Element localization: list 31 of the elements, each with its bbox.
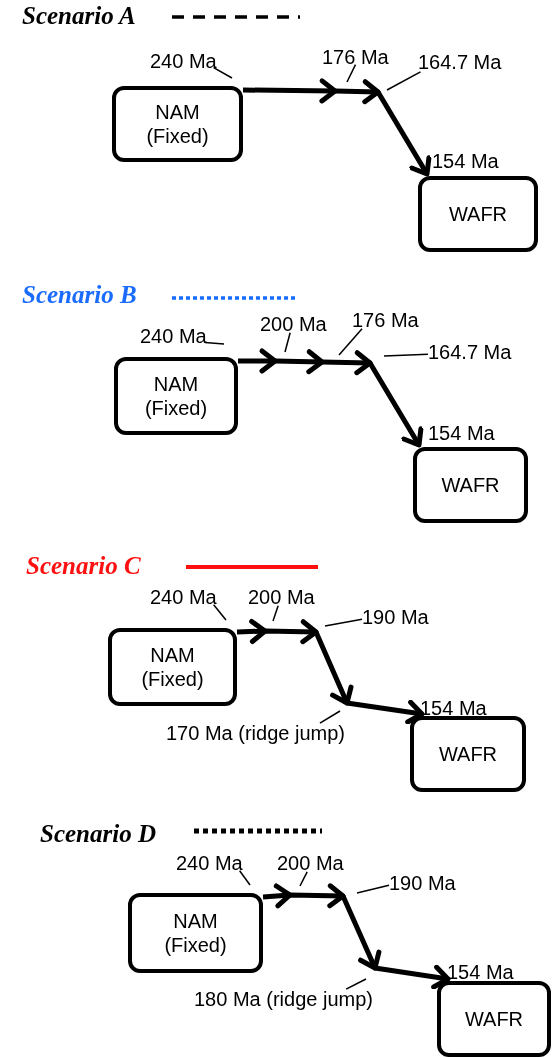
plate-box: NAM (Fixed) [114,357,238,435]
age-label: 170 Ma (ridge jump) [166,722,345,744]
age-label: 240 Ma [150,586,217,608]
age-label: 240 Ma [176,852,243,874]
age-label: 180 Ma (ridge jump) [194,988,373,1010]
age-label: 240 Ma [150,50,217,72]
age-label: 200 Ma [277,852,344,874]
scenario-title: Scenario A [22,2,136,30]
plate-box: WAFR [418,176,538,252]
age-label: 154 Ma [447,961,514,983]
plate-box: NAM (Fixed) [112,86,243,162]
plate-box: WAFR [413,447,528,523]
age-label: 200 Ma [260,313,327,335]
age-label: 164.7 Ma [418,51,502,73]
age-label: 154 Ma [432,150,499,172]
plate-box: WAFR [410,716,526,792]
age-label: 164.7 Ma [428,341,512,363]
plate-box: WAFR [437,981,551,1057]
age-label: 176 Ma [322,46,389,68]
age-label: 190 Ma [389,872,456,894]
age-label: 154 Ma [428,422,495,444]
scenario-title: Scenario B [22,281,137,309]
age-label: 154 Ma [420,697,487,719]
age-label: 190 Ma [362,606,429,628]
scenario-title: Scenario C [26,552,141,580]
age-label: 200 Ma [248,586,315,608]
scenario-title: Scenario D [40,820,156,848]
age-label: 240 Ma [140,325,207,347]
age-label: 176 Ma [352,309,419,331]
plate-box: NAM (Fixed) [108,628,237,706]
plate-box: NAM (Fixed) [128,893,263,973]
